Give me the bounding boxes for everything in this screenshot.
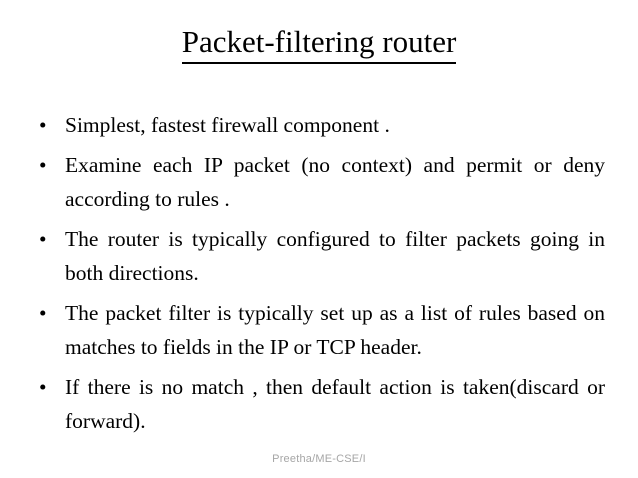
- list-item-text: If there is no match , then default acti…: [65, 375, 605, 433]
- list-item: • The packet filter is typically set up …: [30, 296, 605, 364]
- list-item-text: Examine each IP packet (no context) and …: [65, 153, 605, 211]
- list-item: • The router is typically configured to …: [30, 222, 605, 290]
- slide-title-text: Packet-filtering router: [181, 24, 457, 64]
- bullet-dot-icon: •: [39, 153, 47, 177]
- list-item: • Examine each IP packet (no context) an…: [30, 148, 605, 216]
- list-item: • If there is no match , then default ac…: [30, 370, 605, 438]
- bullet-dot-icon: •: [39, 301, 47, 325]
- bullet-dot-icon: •: [39, 227, 47, 251]
- list-item: • Simplest, fastest firewall component .: [30, 108, 605, 142]
- list-item-text: The router is typically configured to fi…: [65, 227, 605, 285]
- list-item-text: The packet filter is typically set up as…: [65, 301, 605, 359]
- bullet-list: • Simplest, fastest firewall component .…: [30, 108, 605, 438]
- list-item-text: Simplest, fastest firewall component .: [65, 113, 390, 137]
- bullet-dot-icon: •: [39, 375, 47, 399]
- slide-title: Packet-filtering router: [0, 24, 638, 64]
- slide-footer: Preetha/ME-CSE/I: [272, 453, 366, 465]
- bullet-dot-icon: •: [39, 113, 47, 137]
